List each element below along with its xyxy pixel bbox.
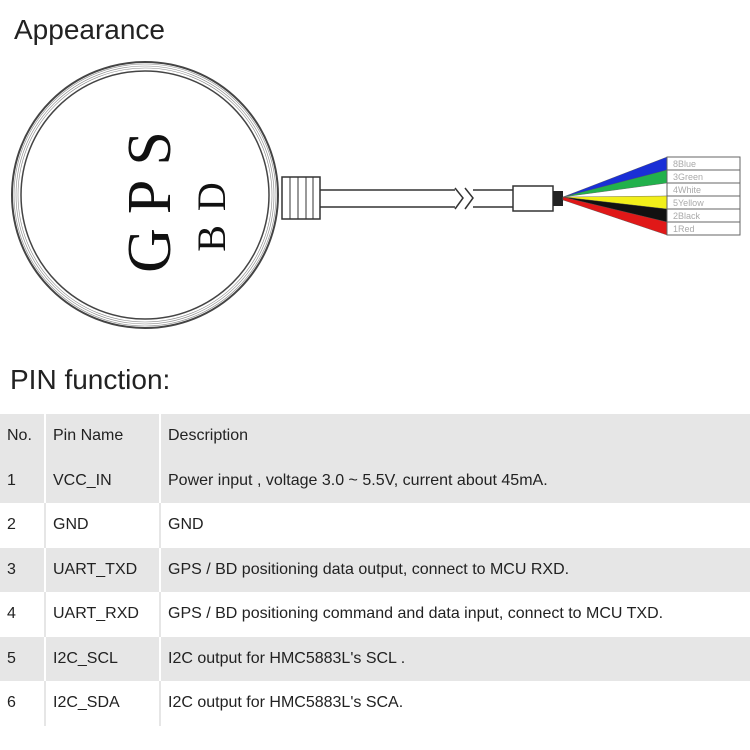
appearance-title: Appearance (14, 14, 166, 45)
wire-fan (562, 156, 668, 236)
pin-description: GPS / BD positioning data output, connec… (168, 560, 570, 578)
heat-shrink-sleeve (512, 185, 554, 212)
pin-name: I2C_SDA (45, 681, 161, 726)
antenna-inner-ring (20, 70, 270, 320)
pin-description: I2C output for HMC5883L's SCL . (168, 649, 406, 667)
pin-function-title: PIN function: (10, 364, 171, 395)
cable-ferrule (281, 176, 321, 220)
pin-description: GPS / BD positioning command and data in… (168, 605, 664, 623)
cable (320, 187, 513, 210)
table-row: 5 I2C_SCL I2C output for HMC5883L's SCL … (0, 636, 750, 681)
pin-number: 2 (0, 503, 46, 548)
pin-name: GND (45, 503, 161, 548)
pin-description: GND (168, 516, 204, 534)
table-row: 4 UART_RXD GPS / BD positioning command … (0, 592, 750, 637)
ferrule-ridges (289, 177, 314, 219)
pin-description: I2C output for HMC5883L's SCA. (168, 694, 404, 712)
table-row: 1 VCC_IN Power input , voltage 3.0 ~ 5.5… (0, 458, 750, 503)
header-pin-name: Pin Name (45, 414, 161, 459)
pin-number: 1 (0, 458, 46, 503)
pin-name: I2C_SCL (45, 636, 161, 681)
pin-name: UART_RXD (45, 592, 161, 637)
wire-label-text: 4White (673, 185, 701, 195)
table-row: 3 UART_TXD GPS / BD positioning data out… (0, 547, 750, 592)
bd-label: BD (189, 168, 234, 252)
wire-label-text: 8Blue (673, 159, 696, 169)
pin-description: Power input , voltage 3.0 ~ 5.5V, curren… (168, 471, 548, 489)
gps-module-diagram: GPS BD 8Blue 3Green 4White 5Yellow 2Black 1Re… (11, 61, 741, 329)
table-row: 6 I2C_SDA I2C output for HMC5883L's SCA. (0, 681, 750, 726)
table-row: 2 GND GND (0, 503, 750, 548)
header-description: Description (168, 427, 249, 445)
wire-label-text: 1Red (673, 224, 695, 234)
antenna-texture (13, 63, 277, 327)
antenna-outer-ring (11, 61, 279, 329)
pin-number: 3 (0, 547, 46, 592)
pin-name: UART_TXD (45, 547, 161, 592)
pin-name: VCC_IN (45, 458, 161, 503)
pin-number: 6 (0, 681, 46, 726)
pin-table-header: No. Pin Name Description (0, 414, 750, 459)
header-no: No. (0, 414, 46, 459)
wire-label-box (666, 221, 741, 236)
pin-number: 5 (0, 636, 46, 681)
wire-label-text: 5Yellow (673, 198, 704, 208)
cable-end-cap (553, 191, 563, 206)
wire-label-text: 3Green (673, 172, 703, 182)
gps-label: GPS (116, 117, 184, 273)
wire-label-text: 2Black (673, 211, 701, 221)
pin-number: 4 (0, 592, 46, 637)
wire-labels: 8Blue 3Green 4White 5Yellow 2Black 1Red (666, 156, 741, 236)
pin-table: No. Pin Name Description 1 VCC_IN Power … (0, 414, 750, 726)
